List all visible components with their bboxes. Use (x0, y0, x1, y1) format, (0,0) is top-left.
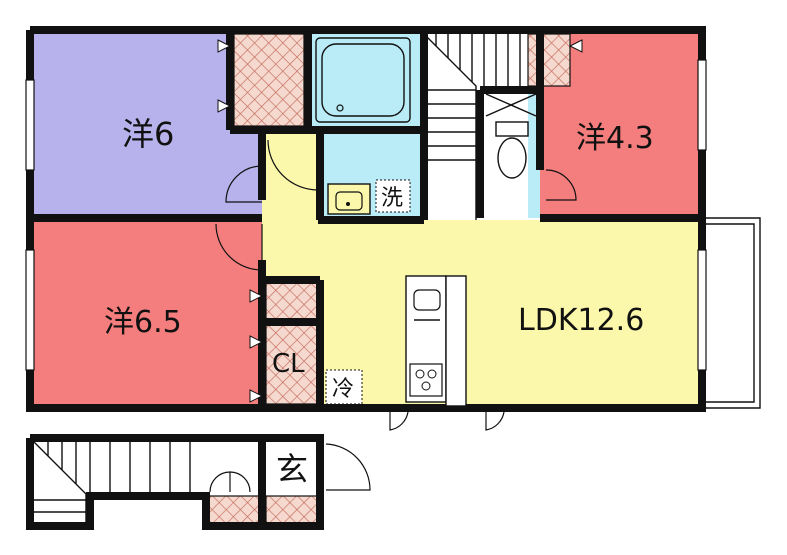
storage-entry-right (265, 495, 319, 527)
label-washroom: 洗 (381, 186, 403, 211)
label-fridge: 冷 (332, 377, 354, 402)
bathtub-icon (315, 37, 411, 123)
closet-door-marks (217, 39, 583, 403)
balcony (706, 217, 761, 409)
toilet-icon (485, 93, 537, 179)
room-western-6-5 (30, 219, 262, 408)
label-entrance: 玄 (276, 450, 308, 488)
fridge-label-box (325, 369, 363, 405)
label-western-6: 洋6 (122, 115, 174, 153)
washroom-label-box (375, 179, 411, 213)
storage-top-right (527, 33, 571, 87)
storage-entry-left (205, 495, 263, 527)
room-ldk (262, 130, 702, 408)
windows (25, 59, 707, 371)
storage-mid (265, 279, 319, 321)
label-western-4-3: 洋4.3 (576, 121, 654, 156)
label-closet: CL (272, 349, 305, 379)
room-western-6 (30, 30, 262, 217)
stairs-lower (33, 441, 191, 522)
wash-basin-icon (327, 183, 371, 215)
bathtub-room (308, 30, 420, 130)
stairs-upper (423, 33, 521, 220)
label-ldk: LDK12.6 (518, 303, 644, 338)
door-swings (209, 139, 577, 493)
label-western-6-5: 洋6.5 (104, 305, 182, 340)
storage-top-left (233, 33, 305, 127)
kitchen-counter (405, 275, 467, 407)
